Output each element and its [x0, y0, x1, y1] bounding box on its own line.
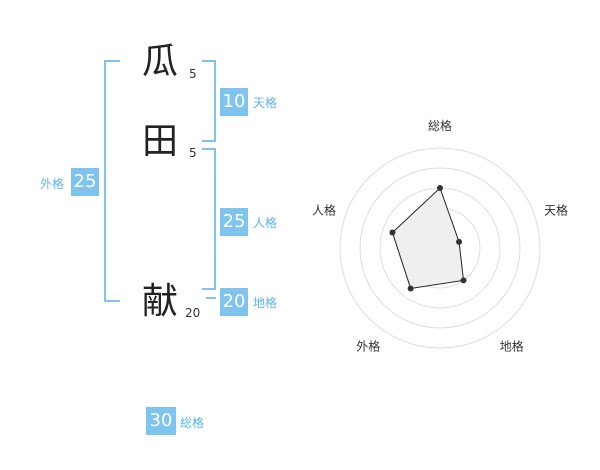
radar-point	[456, 238, 463, 245]
given-char-1: 献	[142, 281, 179, 322]
radar-axis-label: 地格	[500, 339, 524, 354]
radar-ring	[339, 147, 541, 349]
tenkaku-value: 10	[220, 88, 248, 116]
tenkaku-bracket	[202, 60, 216, 142]
chikaku-label: 地格	[253, 296, 278, 310]
gaikaku-value: 25	[71, 168, 99, 196]
radar-axis-label: 人格	[312, 202, 336, 217]
gaikaku-label: 外格	[40, 177, 65, 191]
radar-axis-label: 外格	[356, 339, 380, 354]
chikaku-bracket	[206, 297, 216, 299]
radar-point	[389, 229, 396, 236]
radar-area	[391, 187, 465, 290]
given-char-1-strokes: 20	[185, 306, 201, 320]
tenkaku-label: 天格	[253, 96, 278, 110]
surname-char-1-strokes: 5	[189, 67, 197, 81]
radar-ring	[359, 167, 521, 329]
jinkaku-value: 25	[220, 208, 248, 236]
soukaku-value: 30	[146, 407, 176, 435]
radar-point	[437, 185, 443, 191]
surname-char-2: 田	[142, 121, 179, 162]
surname-char-2-strokes: 5	[189, 146, 197, 160]
radar-point	[460, 277, 467, 284]
chikaku-value: 20	[220, 288, 248, 316]
radar-axis-label: 天格	[544, 202, 568, 217]
soukaku-label: 総格	[180, 416, 205, 430]
jinkaku-bracket	[202, 148, 216, 290]
surname-char-1: 瓜	[142, 41, 179, 82]
radar-axis-label: 総格	[428, 118, 452, 133]
gaikaku-bracket	[104, 60, 120, 302]
jinkaku-label: 人格	[253, 216, 278, 230]
radar-point	[407, 285, 414, 292]
